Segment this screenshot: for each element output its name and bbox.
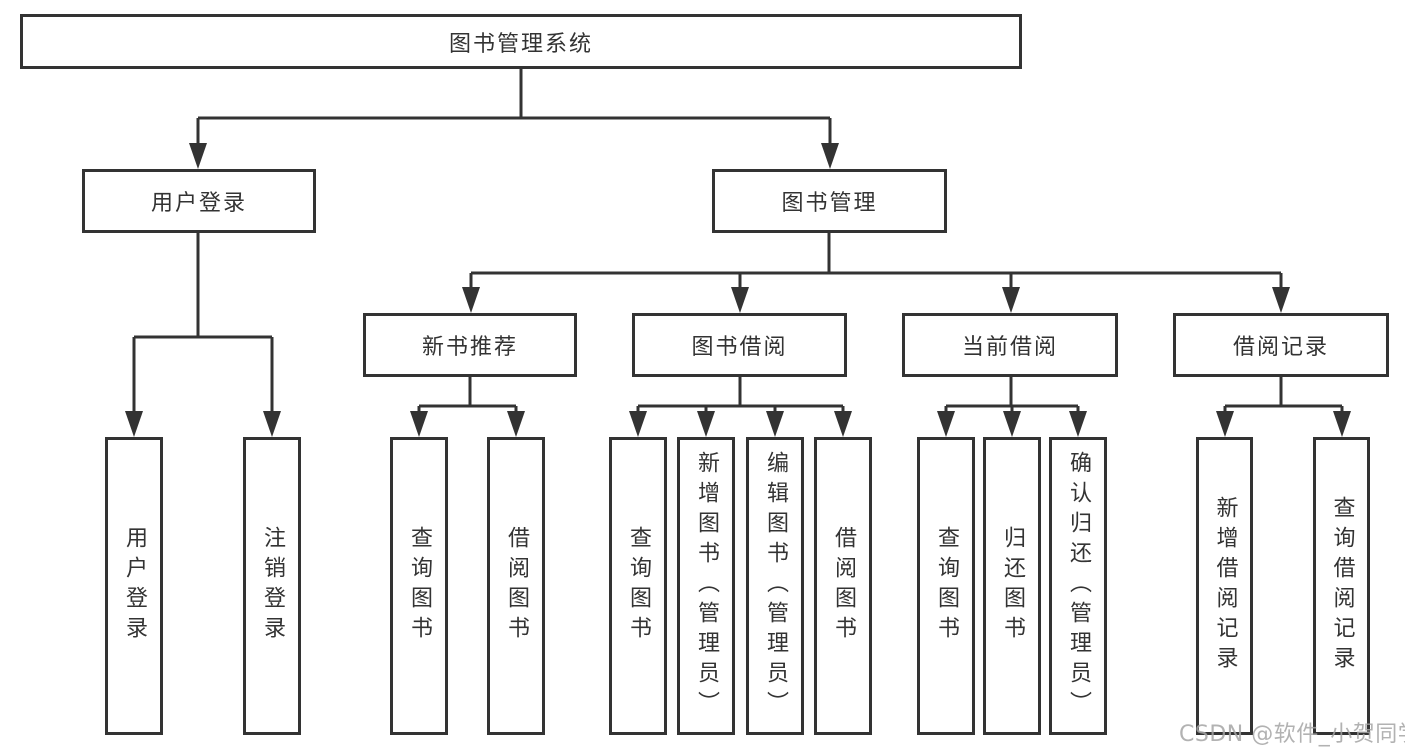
leaf-borrowing-add-books-admin-label: 新增图书（管理员） [694,451,719,721]
node-new-book-recommend: 新书推荐 [363,313,577,377]
arrowheads [125,143,1351,437]
node-current-borrowing-label: 当前借阅 [961,335,1058,360]
node-borrow-records: 借阅记录 [1173,313,1389,377]
node-book-management-label: 图书管理 [781,191,878,216]
node-borrow-records-label: 借阅记录 [1232,335,1329,360]
node-book-management: 图书管理 [712,169,947,233]
node-current-borrowing: 当前借阅 [902,313,1118,377]
leaf-logout-login: 注销登录 [243,437,301,735]
leaf-records-query-borrow-record-label: 查询借阅记录 [1329,496,1355,676]
leaf-newbook-query-books: 查询图书 [390,437,448,735]
leaf-current-query-books: 查询图书 [917,437,975,735]
leaf-current-return-books: 归还图书 [983,437,1041,735]
leaf-newbook-borrow-books-label: 借阅图书 [504,526,529,646]
leaf-borrowing-borrow-books-label: 借阅图书 [831,526,856,646]
leaf-borrowing-add-books-admin: 新增图书（管理员） [677,437,735,735]
node-book-borrowing-label: 图书借阅 [691,335,788,360]
leaf-records-add-borrow-record-label: 新增借阅记录 [1212,496,1238,676]
leaf-records-add-borrow-record: 新增借阅记录 [1196,437,1253,735]
leaf-borrowing-query-books-label: 查询图书 [626,526,651,646]
node-root-label: 图书管理系统 [448,31,593,57]
leaf-newbook-query-books-label: 查询图书 [407,526,432,646]
leaf-current-return-books-label: 归还图书 [1000,526,1025,646]
leaf-borrowing-query-books: 查询图书 [609,437,667,735]
leaf-current-confirm-return-admin: 确认归还（管理员） [1049,437,1107,735]
csdn-watermark: CSDN @软件_小贺同学 [1179,722,1405,747]
node-user-login-label: 用户登录 [150,191,247,216]
leaf-borrowing-edit-books-admin-label: 编辑图书（管理员） [763,451,788,721]
node-user-login: 用户登录 [82,169,316,233]
leaf-current-confirm-return-admin-label: 确认归还（管理员） [1066,451,1091,721]
node-new-book-recommend-label: 新书推荐 [421,335,518,360]
leaf-user-login-label: 用户登录 [122,526,147,646]
leaf-newbook-borrow-books: 借阅图书 [487,437,545,735]
leaf-user-login: 用户登录 [105,437,163,735]
leaf-borrowing-edit-books-admin: 编辑图书（管理员） [746,437,804,735]
node-root: 图书管理系统 [20,14,1022,69]
leaf-borrowing-borrow-books: 借阅图书 [814,437,872,735]
leaf-current-query-books-label: 查询图书 [934,526,959,646]
leaf-logout-login-label: 注销登录 [260,526,285,646]
node-book-borrowing: 图书借阅 [632,313,847,377]
leaf-records-query-borrow-record: 查询借阅记录 [1313,437,1370,735]
